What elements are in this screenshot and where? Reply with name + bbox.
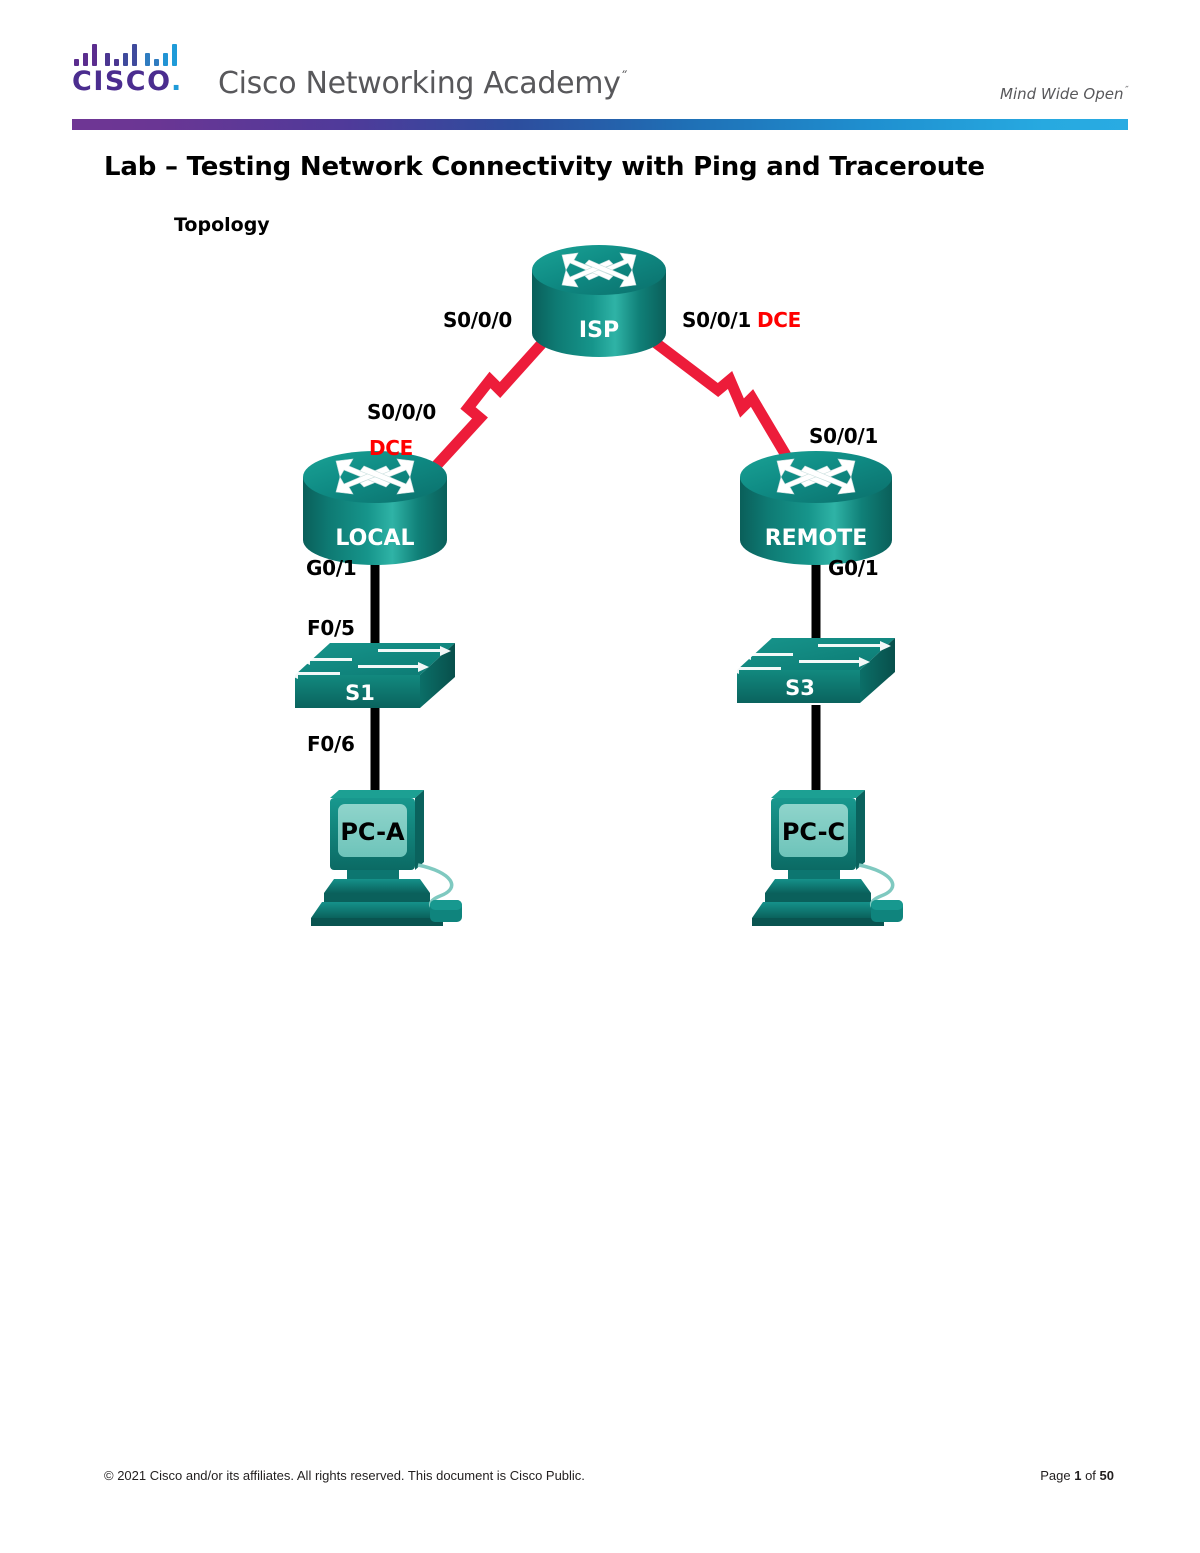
footer-copyright: © 2021 Cisco and/or its affiliates. All … [104,1468,585,1483]
footer-page-prefix: Page [1040,1468,1075,1483]
footer-page-current: 1 [1074,1468,1082,1483]
iflabel-local-g0-1: G0/1 [306,556,357,580]
device-pc-pca[interactable]: PC-A [311,790,462,926]
iflabel-isp-s0-0-1: S0/0/1 [682,308,751,332]
device-switch-s1[interactable]: S1 [287,643,455,708]
device-router-isp[interactable]: ISP [532,245,666,357]
iflabel-local-s0-0-0: S0/0/0 [367,400,436,424]
academy-brand-mark: ˝ [620,70,628,86]
iflabel-remote-g0-1: G0/1 [828,556,879,580]
academy-brand: Cisco Networking Academy˝ [218,66,628,101]
footer-page-middle: of [1081,1468,1100,1483]
link-isp-remote [648,335,795,465]
device-router-local[interactable]: LOCAL [303,451,447,565]
device-label-pcc: PC-C [782,818,845,846]
iflabel-isp-s0-0-1-dce: DCE [757,308,802,332]
device-label-local: LOCAL [335,526,414,551]
device-label-isp: ISP [579,318,619,343]
footer-pagination: Page 1 of 50 [1040,1468,1114,1483]
device-label-remote: REMOTE [765,526,868,551]
cisco-logo: CISCO. [72,42,190,104]
device-pc-pcc[interactable]: PC-C [752,790,903,926]
iflabel-local-dce: DCE [369,436,414,460]
device-label-s3: S3 [785,676,815,700]
device-router-remote[interactable]: REMOTE [740,451,892,565]
iflabel-s1-f0-6: F0/6 [307,732,355,756]
cisco-wordmark-dot: . [170,66,183,97]
page-footer: © 2021 Cisco and/or its affiliates. All … [0,1468,1200,1498]
page-title: Lab – Testing Network Connectivity with … [104,152,985,182]
iflabel-isp-s0-0-0: S0/0/0 [443,308,512,332]
topology-canvas: ISP LOCAL [287,245,903,926]
page-header: CISCO. Cisco Networking Academy˝ Mind Wi… [0,0,1200,135]
cisco-bars-icon [74,42,186,66]
academy-brand-text: Cisco Networking Academy [218,66,621,101]
section-heading-topology: Topology [174,214,270,236]
tagline-mark: ˝ [1123,86,1129,96]
tagline-text: Mind Wide Open [1000,85,1124,103]
cisco-wordmark: CISCO. [72,66,183,97]
iflabel-s1-f0-5: F0/5 [307,616,355,640]
iflabel-remote-s0-0-1: S0/0/1 [809,424,878,448]
cisco-wordmark-text: CISCO [72,66,171,97]
header-gradient-rule [72,119,1128,130]
tagline: Mind Wide Open˝ [1000,85,1128,103]
link-isp-local [420,336,550,482]
topology-diagram: ISP LOCAL [0,240,1200,930]
device-label-pca: PC-A [340,818,405,846]
footer-page-total: 50 [1099,1468,1114,1483]
device-switch-s3[interactable]: S3 [728,638,895,703]
device-label-s1: S1 [345,681,375,705]
